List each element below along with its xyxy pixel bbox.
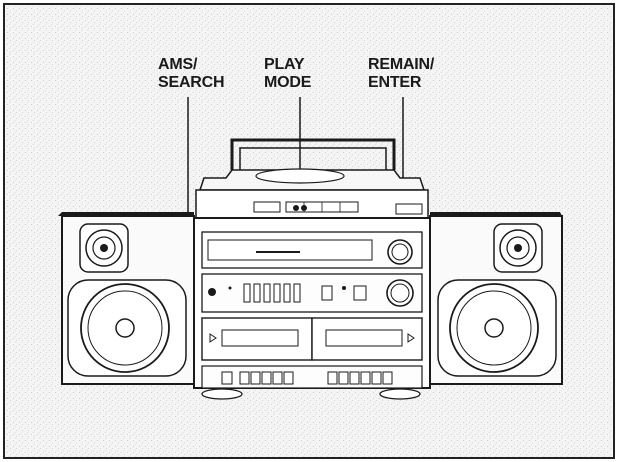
carry-handle — [230, 138, 396, 170]
remain-enter-label: REMAIN/ ENTER — [368, 56, 434, 92]
ams-search-label: AMS/ SEARCH — [158, 56, 225, 92]
cd-lid-disc — [255, 168, 345, 184]
deck-b-keys — [327, 371, 393, 385]
right-foot — [379, 388, 421, 400]
right-tweeter — [499, 229, 537, 267]
control-panel — [201, 273, 423, 313]
play-mode-label-line2: MODE — [264, 74, 312, 91]
slider-bank — [243, 283, 301, 303]
tuner-dial-window — [207, 239, 373, 261]
remain-enter-label-line2: ENTER — [368, 74, 422, 91]
right-woofer — [449, 283, 539, 373]
cd-top-unit — [195, 168, 429, 219]
carry-handle-inner — [239, 147, 387, 170]
ams-search-label-line1: AMS/ — [158, 56, 198, 73]
left-woofer — [80, 283, 170, 373]
play-mode-button — [293, 205, 299, 211]
remain-enter-button — [395, 203, 423, 215]
left-foot — [201, 388, 243, 400]
right-speaker — [429, 212, 563, 385]
power-button — [208, 288, 216, 296]
remain-enter-label-line1: REMAIN/ — [368, 56, 435, 73]
ams-search-label-line2: SEARCH — [158, 74, 225, 91]
left-tweeter — [85, 229, 123, 267]
center-unit — [193, 217, 431, 389]
ams-search-button — [301, 205, 307, 211]
left-speaker — [58, 212, 195, 385]
deck-a-keys — [221, 371, 294, 385]
play-mode-label: PLAY MODE — [264, 56, 311, 92]
play-mode-label-line1: PLAY — [264, 56, 305, 73]
